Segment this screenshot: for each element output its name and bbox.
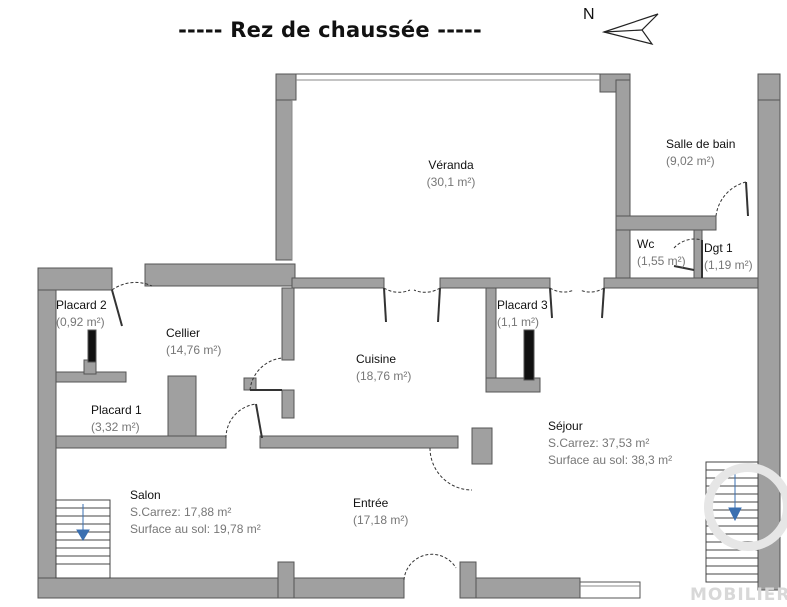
wall (293, 577, 405, 599)
room-name: Entrée (353, 496, 389, 510)
north-label: N (583, 6, 595, 23)
wall (615, 79, 631, 219)
wall (281, 287, 295, 361)
wall (167, 375, 197, 439)
room-carrez: S.Carrez: 17,88 m² (130, 505, 232, 519)
room-sejour: Séjour S.Carrez: 37,53 m² Surface au sol… (548, 418, 672, 469)
wall (275, 99, 293, 261)
room-area: (3,32 m²) (91, 420, 140, 434)
room-carrez: S.Carrez: 37,53 m² (548, 436, 650, 450)
wall (615, 215, 717, 231)
room-name: Cuisine (356, 352, 397, 366)
room-area: (14,76 m²) (166, 343, 222, 357)
room-area: (9,02 m²) (666, 154, 715, 168)
wall (459, 561, 477, 599)
wall (693, 229, 703, 279)
watermark-ring (704, 463, 787, 551)
wall (259, 435, 459, 449)
room-salon: Salon S.Carrez: 17,88 m² Surface au sol:… (130, 487, 261, 538)
wall (37, 289, 57, 591)
room-area: (1,55 m²) (637, 254, 686, 268)
room-name: Salon (130, 488, 161, 502)
room-name: Cellier (166, 326, 201, 340)
room-area: (1,19 m²) (704, 258, 753, 272)
room-area: (30,1 m²) (426, 175, 476, 189)
room-name: Wc (637, 237, 655, 251)
room-surface: Surface au sol: 19,78 m² (130, 522, 261, 536)
room-name: Placard 1 (91, 403, 142, 417)
wall (615, 229, 631, 279)
room-name: Dgt 1 (704, 241, 733, 255)
wall (144, 263, 296, 287)
room-surface: Surface au sol: 38,3 m² (548, 453, 673, 467)
room-area: (17,18 m²) (353, 513, 409, 527)
wall (485, 287, 497, 393)
room-dgt1: Dgt 1 (1,19 m²) (704, 240, 753, 274)
room-wc: Wc (1,55 m²) (637, 236, 686, 270)
room-area: (18,76 m²) (356, 369, 412, 383)
wall (277, 561, 295, 599)
room-cuisine: Cuisine (18,76 m²) (356, 351, 411, 385)
wall (37, 267, 113, 291)
wall (579, 581, 641, 599)
room-salle-de-bain: Salle de bain (9,02 m²) (666, 136, 735, 170)
watermark: MOBILIER (690, 585, 787, 605)
page-title: ----- Rez de chaussée ----- (178, 18, 482, 42)
wall (471, 427, 493, 465)
wall (439, 277, 551, 289)
room-name: Placard 3 (497, 298, 548, 312)
room-placard1: Placard 1 (3,32 m²) (91, 402, 142, 436)
room-area: (1,1 m²) (497, 315, 539, 329)
wall (275, 73, 297, 101)
room-placard2: Placard 2 (0,92 m²) (56, 297, 107, 331)
stair-arrow-icon (76, 529, 90, 541)
room-name: Placard 2 (56, 298, 107, 312)
wall (757, 73, 781, 101)
room-name: Séjour (548, 419, 583, 433)
wall (37, 577, 279, 599)
staircase-salon (55, 499, 111, 579)
north-arrow-icon (601, 13, 659, 45)
room-cellier: Cellier (14,76 m²) (166, 325, 221, 359)
room-entree: Entrée (17,18 m²) (353, 495, 408, 529)
wall (475, 577, 581, 599)
wall (291, 277, 385, 289)
wall (87, 329, 97, 363)
wall (281, 389, 295, 419)
wall (295, 73, 605, 81)
wall (523, 329, 535, 381)
wall (603, 277, 759, 289)
room-area: (0,92 m²) (56, 315, 105, 329)
room-name: Véranda (428, 158, 474, 172)
room-name: Salle de bain (666, 137, 736, 151)
wall (55, 435, 227, 449)
room-placard3: Placard 3 (1,1 m²) (497, 297, 548, 331)
wall (485, 377, 541, 393)
room-veranda: Véranda (30,1 m²) (400, 157, 502, 191)
